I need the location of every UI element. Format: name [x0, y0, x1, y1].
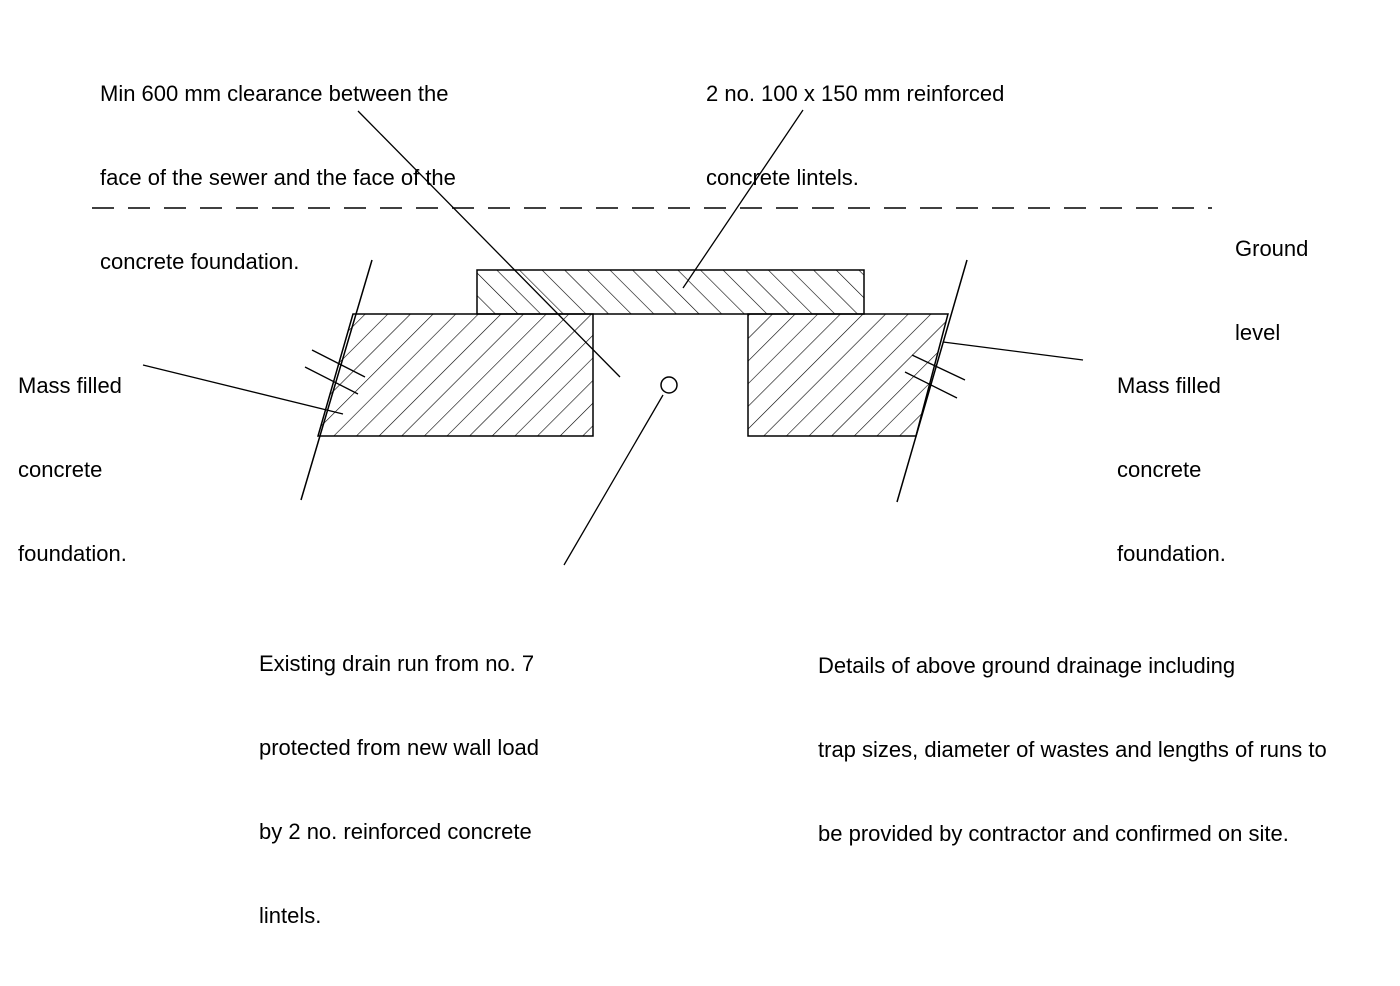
foundation-left	[317, 313, 594, 437]
drainage-section-diagram: Min 600 mm clearance between the face of…	[18, 24, 1327, 928]
label-mass-left: Mass filled concrete foundation.	[18, 316, 127, 624]
wall-line-right	[896, 259, 968, 503]
concrete-lintel	[476, 269, 865, 315]
label-lintels: 2 no. 100 x 150 mm reinforced concrete l…	[706, 24, 1004, 248]
label-lintels-line-2: concrete lintels.	[706, 165, 859, 190]
leader-mass-left	[142, 364, 344, 415]
label-details-line-3: be provided by contractor and confirmed …	[818, 821, 1289, 846]
label-lintels-line-1: 2 no. 100 x 150 mm reinforced	[706, 81, 1005, 106]
break-mark-right-1	[911, 354, 966, 381]
label-mass-left-line-2: concrete	[18, 457, 103, 482]
label-details-line-2: trap sizes, diameter of wastes and lengt…	[818, 737, 1327, 762]
label-mass-left-line-1: Mass filled	[18, 373, 122, 398]
label-mass-left-line-3: foundation.	[18, 541, 127, 566]
leader-mass-right	[942, 341, 1084, 361]
label-mass-right-line-2: concrete	[1117, 457, 1202, 482]
label-drain-line-2: protected from new wall load	[259, 735, 540, 760]
break-mark-left-1	[311, 349, 366, 378]
label-drainage-details: Details of above ground drainage includi…	[818, 596, 1327, 904]
label-drain-line-4: lintels.	[259, 903, 322, 928]
leader-lintels	[682, 109, 804, 289]
label-mass-right: Mass filled concrete foundation.	[1117, 316, 1226, 624]
label-drain-line-3: by 2 no. reinforced concrete	[259, 819, 532, 844]
label-drain: Existing drain run from no. 7 protected …	[259, 594, 539, 986]
leader-clearance	[357, 110, 621, 378]
label-details-line-1: Details of above ground drainage includi…	[818, 653, 1236, 678]
label-clearance-line-1: Min 600 mm clearance between the	[100, 81, 449, 106]
drain-pipe-circle	[660, 376, 678, 394]
foundation-right	[747, 313, 949, 437]
label-drain-line-1: Existing drain run from no. 7	[259, 651, 535, 676]
label-ground-level-line-2: level	[1235, 320, 1281, 345]
label-mass-right-line-3: foundation.	[1117, 541, 1226, 566]
diagram-drawing	[92, 109, 1212, 566]
label-mass-right-line-1: Mass filled	[1117, 373, 1221, 398]
leader-drain	[563, 394, 664, 566]
wall-line-left	[300, 259, 373, 501]
label-ground-level-line-1: Ground	[1235, 236, 1309, 261]
label-clearance: Min 600 mm clearance between the face of…	[100, 24, 456, 332]
break-mark-left-2	[304, 366, 359, 395]
label-clearance-line-3: concrete foundation.	[100, 249, 300, 274]
break-mark-right-2	[904, 371, 958, 399]
label-ground-level: Ground level	[1235, 179, 1308, 403]
label-clearance-line-2: face of the sewer and the face of the	[100, 165, 456, 190]
